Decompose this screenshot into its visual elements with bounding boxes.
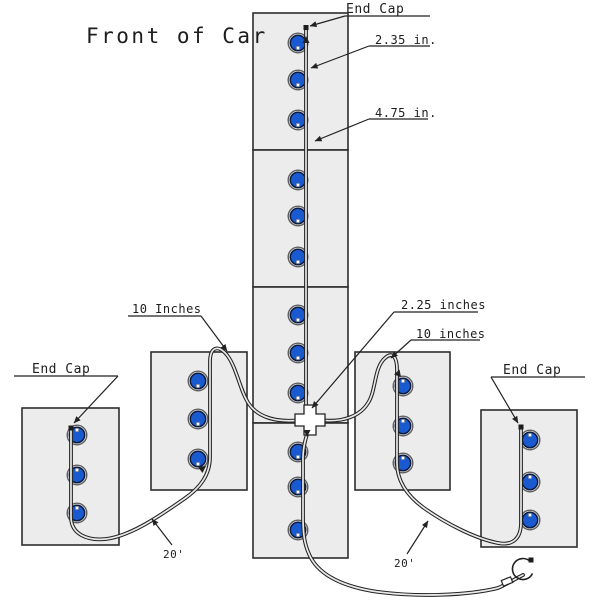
led-contact [528, 475, 532, 479]
end-cap-marker-left [68, 425, 74, 431]
end-cap-marker-top [303, 25, 309, 30]
light-panels [21, 12, 578, 559]
bottom-wire-core [302, 425, 524, 596]
led-light [287, 205, 309, 227]
led-light [519, 471, 541, 493]
led-contact [296, 123, 300, 127]
led-light [287, 32, 309, 54]
leader-cable-right [406, 520, 429, 555]
led-bulb [189, 410, 207, 428]
led-contact [296, 219, 300, 223]
leader-end-cap-left-arrow [73, 375, 119, 424]
led-light [187, 448, 209, 470]
led-contact [401, 419, 405, 423]
leader-end-cap-top-arrow [309, 15, 346, 28]
wire-arrow-mid-right [394, 369, 401, 377]
led-light [287, 109, 309, 131]
leader-right-lead-arrow [390, 339, 412, 359]
leader-left-lead-arrow [200, 315, 228, 352]
end-cap-marker-right [518, 424, 524, 430]
label-end-cap-right: End Cap [503, 363, 561, 378]
led-contact [196, 462, 200, 466]
led-contact [296, 490, 300, 494]
leader-led-spacing-arrow [310, 45, 370, 69]
led-light [187, 408, 209, 430]
wire-arrow-top [302, 36, 310, 43]
label-end-cap-left: End Cap [32, 362, 90, 377]
led-contact [296, 260, 300, 264]
cross-connector [294, 404, 326, 436]
plug-terminal [528, 557, 534, 563]
led-light [187, 370, 209, 392]
led-contact [296, 83, 300, 87]
label-cable-left: 20' [163, 548, 184, 561]
wiring-harness [69, 27, 525, 597]
power-plug-icon [500, 557, 534, 587]
label-left-lead: 10 Inches [132, 302, 202, 316]
leader-end-cap-right-arrow [490, 376, 519, 424]
led-contact [296, 318, 300, 322]
leader-group-spacing-arrow [314, 118, 370, 142]
right-wire-core [318, 354, 522, 545]
led-contact [296, 533, 300, 537]
led-light [287, 69, 309, 91]
callout-leaders [14, 15, 585, 555]
led-contact [528, 433, 532, 437]
wire-arrow-mid-left [198, 466, 206, 473]
label-right-lead: 10 inches [416, 327, 486, 341]
leader-cable-left [151, 518, 173, 546]
label-cable-right: 20' [394, 557, 415, 570]
wire-arrow-junction [303, 430, 311, 437]
led-contact [296, 183, 300, 187]
led-light [392, 415, 414, 437]
led-lights [66, 32, 541, 541]
led-light [392, 452, 414, 474]
led-contact [401, 456, 405, 460]
leader-center-spacing-arrow [311, 311, 395, 409]
label-led-spacing: 2.35 in. [375, 33, 437, 47]
led-bulb [189, 450, 207, 468]
led-light [287, 246, 309, 268]
led-contact [75, 468, 79, 472]
plug-barrel [500, 576, 514, 587]
led-light [287, 304, 309, 326]
label-center-spacing: 2.25 inches [401, 298, 486, 312]
led-contact [296, 396, 300, 400]
led-contact [75, 428, 79, 432]
page-title: Front of Car [86, 24, 268, 48]
led-contact [196, 422, 200, 426]
label-end-cap-top: End Cap [346, 2, 404, 17]
led-contact [296, 46, 300, 50]
plug-ring [511, 557, 534, 581]
led-contact [296, 455, 300, 459]
led-contact [196, 384, 200, 388]
led-light [519, 509, 541, 531]
led-contact [75, 506, 79, 510]
led-contact [528, 513, 532, 517]
left-wire-core [70, 347, 302, 541]
label-group-spacing: 4.75 in. [375, 106, 437, 120]
led-contact [401, 379, 405, 383]
led-light [519, 429, 541, 451]
led-bulb [189, 372, 207, 390]
led-contact [296, 356, 300, 360]
